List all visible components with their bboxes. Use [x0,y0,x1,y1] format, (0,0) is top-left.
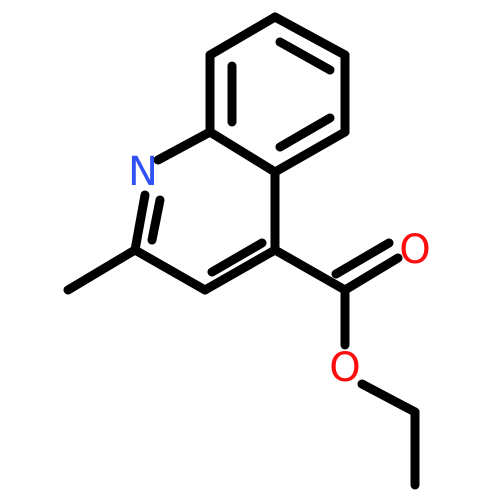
bond-c8-c7-inner [275,37,335,75]
ester-group [270,238,420,490]
bond-c6-c5 [270,127,350,177]
ester-oxygen-atom-label: O [329,345,360,391]
bond-c3-c4 [200,245,280,295]
bond-n-c2-inner [147,195,165,245]
bond-c4a-n [153,127,215,165]
bond-c2-methyl [63,245,140,295]
bond-c2-c3 [130,245,210,295]
carbonyl-oxygen-atom-label: O [399,227,430,273]
nitrogen-atom-label: N [128,149,158,195]
bond-c5-c4a [205,127,280,177]
bond-c3-c4-inner [207,238,267,277]
benzene-ring [205,12,350,177]
bond-n-c2 [130,190,150,255]
bond-c8-c7 [270,12,350,60]
bond-c8a-c8 [205,12,280,60]
pyridine-ring [130,127,280,295]
bond-ester-o-ch2 [357,379,420,417]
bond-carbonyl-c-o-double-1 [340,253,403,295]
bond-c6-c5-inner [275,113,335,152]
bond-carbonyl-c-o-double-2 [331,238,394,279]
bond-c4-carbonyl-c [270,245,350,295]
